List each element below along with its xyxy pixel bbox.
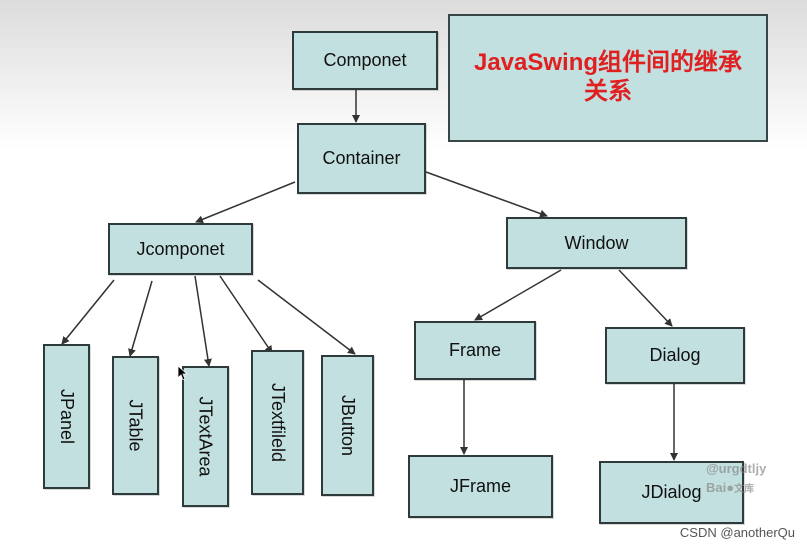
node-componet: Componet: [292, 31, 438, 90]
watermark: @urgdtljy Bai●文库: [706, 460, 766, 498]
node-jbutton-label: JButton: [338, 394, 359, 457]
watermark-user: @urgdtljy: [706, 461, 767, 476]
edge-window-dialog: [618, 269, 673, 327]
node-window-label: Window: [564, 232, 629, 253]
edge-jcomponet-jtextarea: [194, 275, 212, 367]
edge-jcomponet-jpanel: [61, 279, 115, 345]
edge-jcomponet-jbutton: [257, 279, 356, 355]
title-box: JavaSwing组件间的继承关系: [448, 14, 768, 142]
node-jtextfileld-label: JTextfileld: [268, 382, 288, 463]
node-jtable: JTable: [112, 356, 159, 495]
node-jpanel-label: JPanel: [57, 388, 78, 445]
node-jframe-label: JFrame: [449, 476, 511, 496]
watermark-brand: Bai●文库: [706, 479, 766, 498]
mouse-cursor-icon: [178, 366, 188, 380]
node-jframe: JFrame: [408, 455, 553, 518]
node-jcomponet: Jcomponet: [108, 223, 253, 275]
node-container: Container: [297, 123, 426, 194]
watermark-brand-suffix: 文库: [734, 483, 755, 495]
diagram-title: JavaSwing组件间的继承关系: [473, 49, 743, 105]
node-jbutton: JButton: [321, 355, 374, 496]
edge-window-frame: [474, 269, 562, 321]
node-frame-label: Frame: [448, 340, 501, 360]
edge-jcomponet-jtextfileld: [219, 275, 273, 354]
edge-jcomponet-jtable: [128, 280, 153, 357]
node-dialog: Dialog: [605, 327, 745, 384]
node-jdialog: JDialog: [599, 461, 744, 524]
node-jpanel: JPanel: [43, 344, 90, 489]
node-container-label: Container: [322, 148, 401, 168]
paw-icon: ●: [726, 479, 735, 495]
edge-container-jcomponet: [195, 181, 296, 224]
node-jdialog-label: JDialog: [641, 482, 702, 502]
node-dialog-label: Dialog: [649, 345, 701, 365]
node-componet-label: Componet: [323, 50, 407, 70]
watermark-brand-text: Bai: [706, 479, 727, 495]
node-jtextarea-label: JTextArea: [196, 396, 217, 477]
node-jtextfileld: JTextfileld: [251, 350, 304, 495]
footer-credit: CSDN @anotherQu: [679, 525, 795, 540]
node-jtextarea: JTextArea: [182, 366, 229, 507]
edge-container-window: [425, 171, 548, 218]
node-frame: Frame: [414, 321, 536, 380]
node-jcomponet-label: Jcomponet: [136, 238, 225, 259]
node-jtable-label: JTable: [126, 399, 146, 452]
node-window: Window: [506, 217, 687, 269]
